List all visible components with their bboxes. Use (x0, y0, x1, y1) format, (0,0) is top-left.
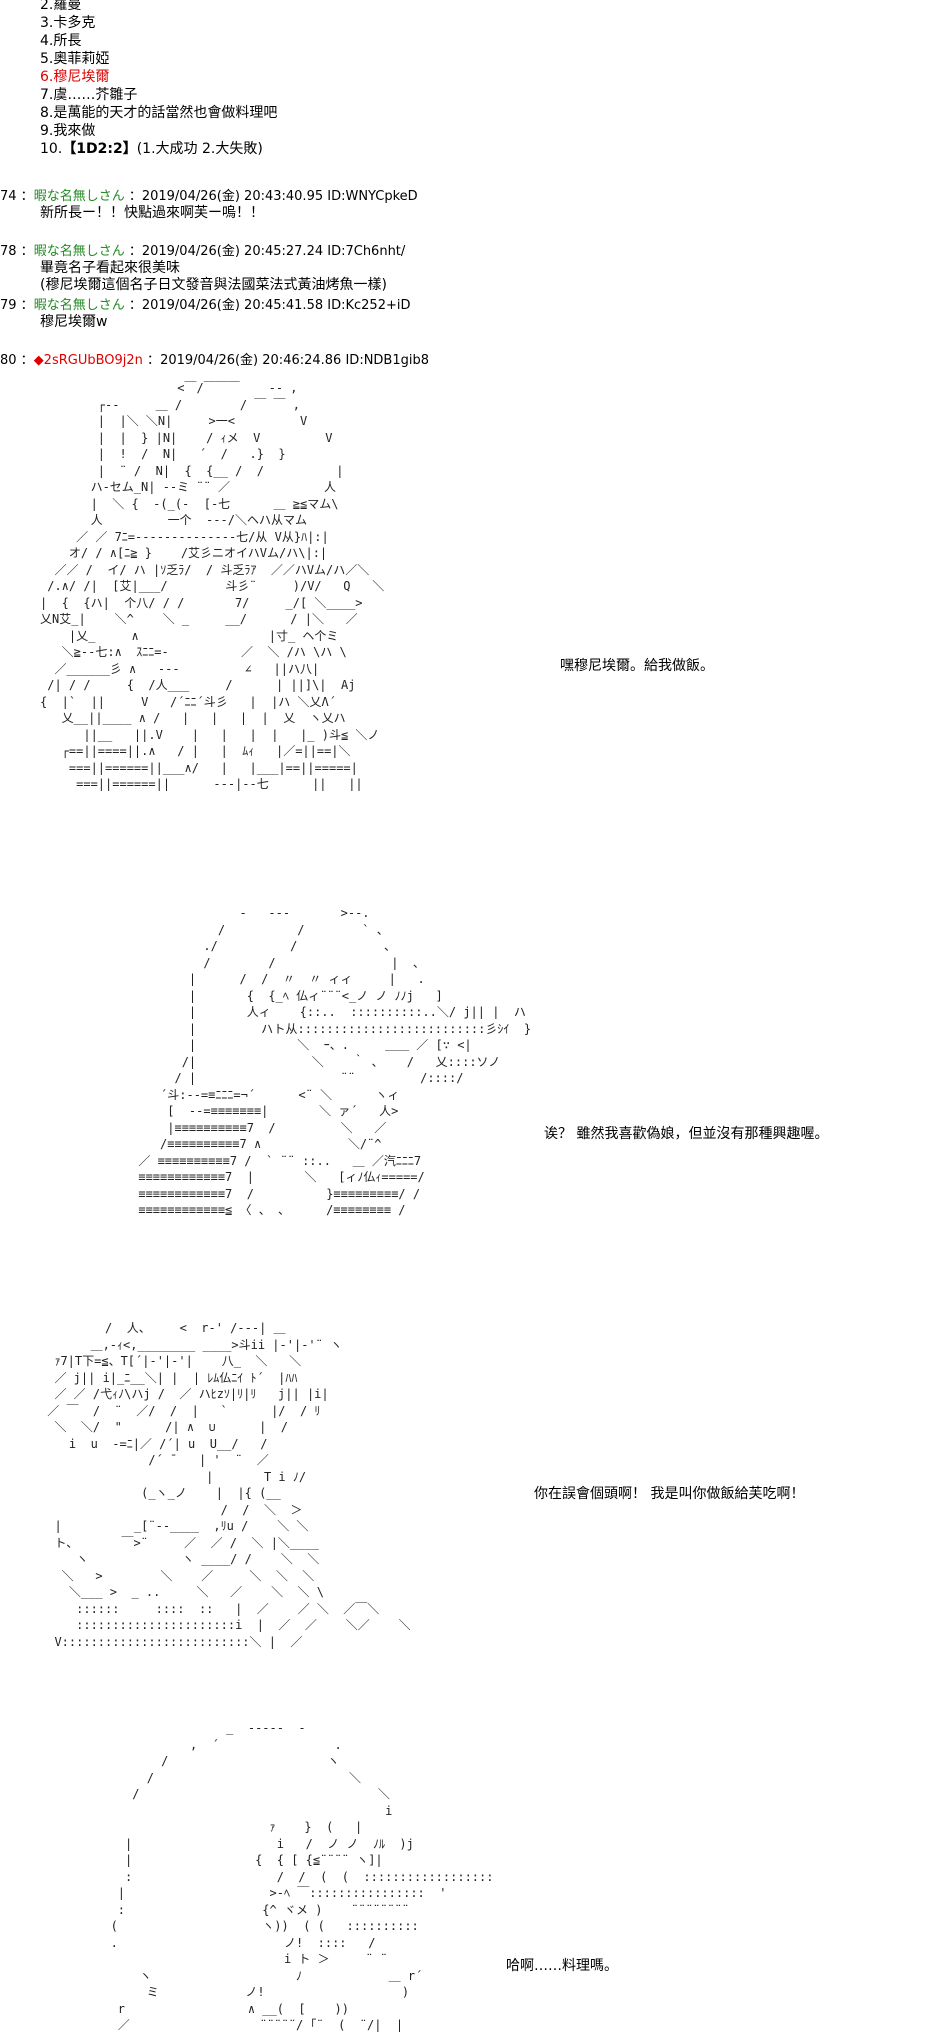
post-number: 78 (0, 244, 17, 259)
list-item: 7.虞……芥雛子 (40, 87, 138, 103)
list-item: 5.奧菲莉婭 (40, 51, 110, 67)
poster-name[interactable]: 暇な名無しさん (33, 189, 125, 204)
caption-4: 哈啊……料理嗎。 (506, 1958, 618, 1974)
post-line: (穆尼埃爾這個名子日文發音與法國菜法式黃油烤魚一樣) (40, 277, 387, 293)
poster-trip[interactable]: ◆2sRGUbBO9j2n (33, 353, 143, 368)
dice-options: (1.大成功 2.大失敗) (136, 141, 263, 157)
list-item: 4.所長 (40, 33, 82, 49)
post-number: 74 (0, 189, 17, 204)
list-item-dice: 10.【1D2:2】(1.大成功 2.大失敗) (40, 140, 277, 158)
post-id: ID:NDB1gib8 (345, 353, 430, 368)
post-date: 2019/04/26(金) 20:45:41.58 (141, 298, 324, 313)
caption-2: 诶？ 雖然我喜歡偽娘，但並沒有那種興趣喔。 (544, 1126, 829, 1142)
caption-3: 你在誤會個頭啊！ 我是叫你做飯給芙吃啊！ (534, 1486, 805, 1502)
list-item: 2.羅曼 (40, 0, 82, 13)
list-item: 9.我來做 (40, 123, 96, 139)
post-80: 80 ：◆2sRGUbBO9j2n ：2019/04/26(金) 20:46:2… (0, 352, 940, 369)
post-body: 新所長ー！！快點過來啊芙ー嗚！！ (0, 205, 940, 222)
post-line: 畢竟名子看起來很美味 (40, 260, 180, 276)
ascii-art-panel-3: / 人、 < r‐' /‐-‐| ＿ ＿,-ｨ<,________ ____>斗… (47, 1321, 411, 1649)
post-header: 80 ：◆2sRGUbBO9j2n ：2019/04/26(金) 20:46:2… (0, 353, 430, 368)
post-body: 畢竟名子看起來很美味 (穆尼埃爾這個名子日文發音與法國菜法式黃油烤魚一樣) (0, 260, 940, 294)
list-item-highlighted: 6.穆尼埃爾 (40, 69, 110, 85)
poster-name[interactable]: 暇な名無しさん (33, 298, 125, 313)
poster-name[interactable]: 暇な名無しさん (33, 244, 125, 259)
post-line: 穆尼埃爾w (40, 314, 108, 330)
post-date: 2019/04/26(金) 20:43:40.95 (141, 189, 324, 204)
dice-result: 【1D2:2】 (62, 141, 137, 157)
ascii-art-panel-4: _ ----- - , ´ . / ヽ / ＼ / ＼ (110, 1721, 494, 2032)
post-74: 74 ：暇な名無しさん ：2019/04/26(金) 20:43:40.95 I… (0, 188, 940, 222)
choice-list: 2.羅曼 3.卡多克 4.所長 5.奧菲莉婭 6.穆尼埃爾 7.虞……芥雛子 8… (40, 0, 277, 158)
ascii-art-panel-1: <￣/￣￣￣ -- , ┌-- ＿ / / ￣ ￣ , | |＼ ＼N| >一<… (40, 381, 385, 791)
list-item: 8.是萬能的天才的話當然也會做料理吧 (40, 105, 278, 121)
post-79: 79 ：暇な名無しさん ：2019/04/26(金) 20:45:41.58 I… (0, 297, 940, 331)
post-header: 74 ：暇な名無しさん ：2019/04/26(金) 20:43:40.95 I… (0, 189, 418, 204)
post-number: 79 (0, 298, 17, 313)
post-line: 新所長ー！！快點過來啊芙ー嗚！！ (40, 205, 264, 221)
post-number: 80 (0, 353, 17, 368)
ascii-art-panel-2: - --- >--. / / ` 、 ./ / 、 / / | 、 | / / … (138, 906, 532, 1217)
post-id: ID:Kc252+iD (327, 298, 411, 313)
post-date: 2019/04/26(金) 20:45:27.24 (141, 244, 324, 259)
dice-prefix: 10. (40, 141, 63, 157)
list-item: 3.卡多克 (40, 15, 96, 31)
post-id: ID:WNYCpkeD (327, 189, 418, 204)
caption-1: 嘿穆尼埃爾。給我做飯。 (560, 658, 714, 674)
post-body: 穆尼埃爾w (0, 314, 940, 331)
post-id: ID:7Ch6nht/ (327, 244, 406, 259)
post-header: 78 ：暇な名無しさん ：2019/04/26(金) 20:45:27.24 I… (0, 244, 406, 259)
post-78: 78 ：暇な名無しさん ：2019/04/26(金) 20:45:27.24 I… (0, 243, 940, 294)
post-header: 79 ：暇な名無しさん ：2019/04/26(金) 20:45:41.58 I… (0, 298, 411, 313)
post-date: 2019/04/26(金) 20:46:24.86 (160, 353, 342, 368)
